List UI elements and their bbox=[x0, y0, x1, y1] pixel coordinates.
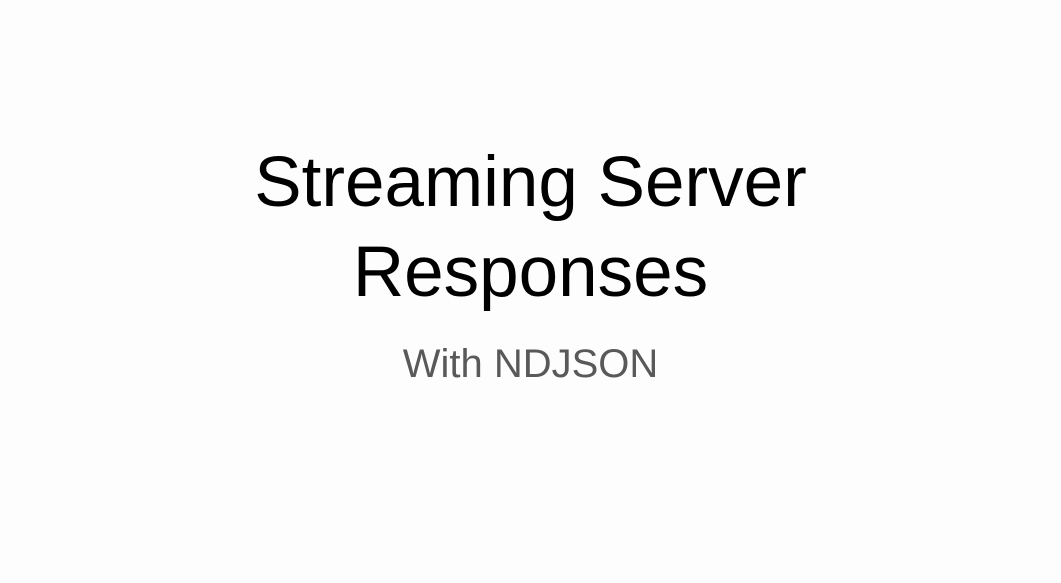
slide-title: Streaming Server Responses bbox=[0, 138, 1061, 318]
slide-title-line-2: Responses bbox=[352, 233, 709, 312]
slide-subtitle: With NDJSON bbox=[402, 342, 659, 386]
slide-title-line-1: Streaming Server bbox=[254, 143, 807, 222]
